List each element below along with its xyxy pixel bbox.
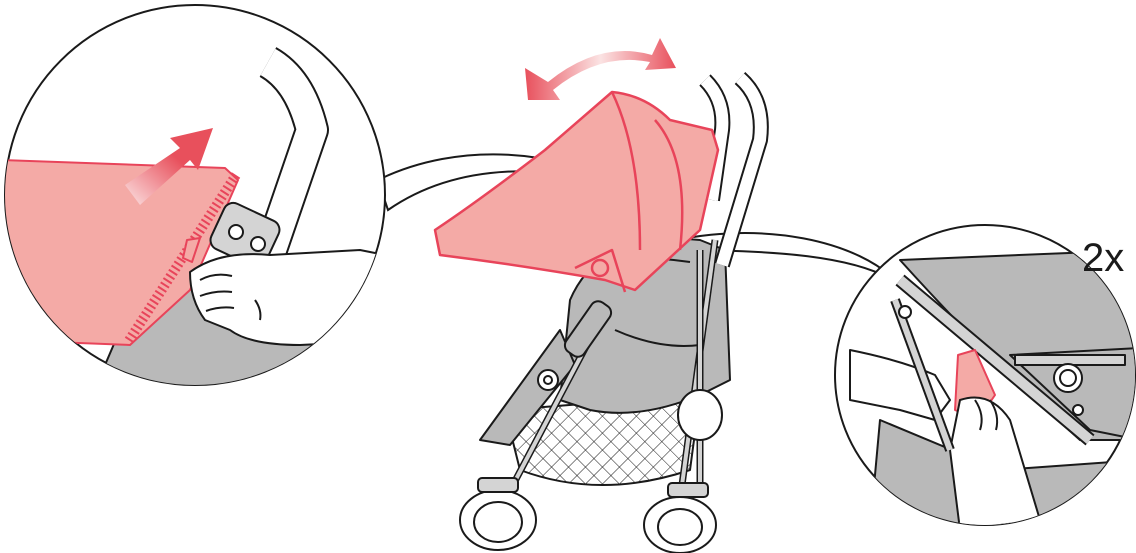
front-wheel-left [460, 478, 536, 550]
repeat-count-label: 2x [1082, 238, 1124, 278]
front-wheel-right [644, 483, 716, 553]
rear-wheel [678, 390, 722, 440]
swing-arrow-icon [525, 38, 676, 100]
detail-zoom-zip [0, 5, 400, 400]
